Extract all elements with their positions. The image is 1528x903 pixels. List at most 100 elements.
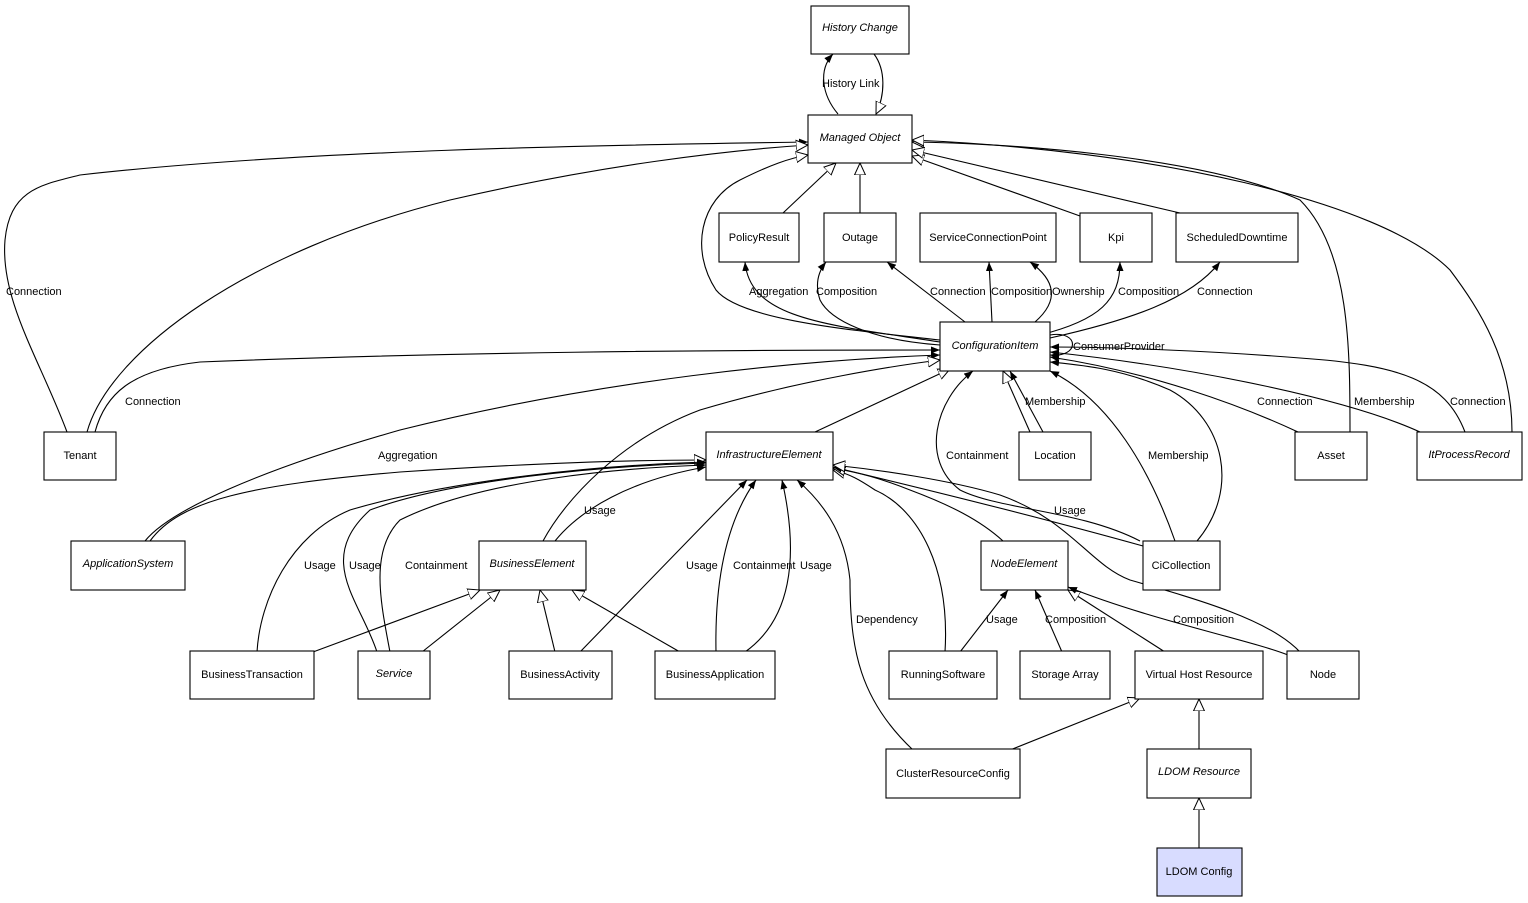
edge-label-usage: Usage	[349, 560, 381, 572]
class-node-kpi[interactable]: Kpi	[1079, 212, 1153, 263]
class-node-storage-array[interactable]: Storage Array	[1019, 650, 1111, 700]
edge-tenant-mo-generalization	[86, 145, 808, 433]
node-label: Storage Array	[1031, 669, 1099, 681]
node-label: PolicyResult	[729, 232, 790, 244]
edge-cicoll-ci-containment	[935, 370, 1141, 542]
edge-label-composition: Composition	[991, 286, 1052, 298]
edge-label-dependency: Dependency	[856, 614, 918, 626]
class-node-node[interactable]: Node	[1286, 650, 1360, 700]
edge-label-usage: Usage	[800, 560, 832, 572]
node-label: ScheduledDowntime	[1187, 232, 1288, 244]
class-node-virtual-host-resource[interactable]: Virtual Host Resource	[1134, 650, 1264, 700]
edge-rs-ie	[833, 470, 947, 653]
edge-label-composition: Composition	[1118, 286, 1179, 298]
edge-appsys-ie	[149, 460, 706, 542]
edge-bapp-be	[572, 590, 681, 653]
edge-label-consumer-provider: ConsumerProvider	[1073, 341, 1165, 353]
class-node-ldom-resource[interactable]: LDOM Resource	[1146, 748, 1252, 799]
node-label: BusinessElement	[490, 558, 576, 570]
edge-label-connection: Connection	[125, 396, 181, 408]
edge-be-ie-usage	[554, 465, 707, 542]
edge-history-link-down	[873, 53, 883, 114]
edge-label-composition: Composition	[816, 286, 877, 298]
node-label: Location	[1034, 450, 1076, 462]
edge-crc-vhr	[1009, 698, 1140, 751]
class-node-history-change[interactable]: History Change	[810, 5, 910, 55]
edge-ci-policy	[742, 261, 941, 343]
class-node-node-element[interactable]: NodeElement	[980, 540, 1069, 591]
class-node-tenant[interactable]: Tenant	[43, 431, 117, 481]
edge-label-connection: Connection	[6, 286, 62, 298]
class-node-outage[interactable]: Outage	[823, 212, 897, 263]
class-node-infrastructure-element[interactable]: InfrastructureElement	[705, 431, 834, 481]
edge-label-containment: Containment	[733, 560, 795, 572]
class-node-business-transaction[interactable]: BusinessTransaction	[189, 650, 315, 700]
class-node-business-application[interactable]: BusinessApplication	[654, 650, 776, 700]
node-label: CiCollection	[1152, 560, 1211, 572]
node-label: Virtual Host Resource	[1146, 669, 1253, 681]
node-label: Service	[376, 668, 413, 680]
node-label: ConfigurationItem	[952, 340, 1039, 352]
class-node-ci-collection[interactable]: CiCollection	[1142, 540, 1221, 591]
edge-ci-scp-composition	[985, 261, 993, 323]
node-label: ClusterResourceConfig	[896, 768, 1010, 780]
node-label: Node	[1310, 669, 1336, 681]
class-node-service[interactable]: Service	[357, 650, 431, 700]
class-node-business-element[interactable]: BusinessElement	[478, 540, 587, 591]
edge-bt-be	[312, 590, 480, 653]
edge-ci-downtime	[1049, 261, 1221, 339]
node-label: Managed Object	[820, 132, 902, 144]
node-label: ServiceConnectionPoint	[929, 232, 1046, 244]
node-label: Tenant	[63, 450, 96, 462]
node-label: Asset	[1317, 450, 1345, 462]
edge-cicoll-ie-usage	[832, 465, 1144, 547]
edge-ci-kpi	[1039, 261, 1124, 336]
class-node-managed-object[interactable]: Managed Object	[807, 114, 913, 164]
edge-node-ne-composition	[1067, 586, 1289, 656]
edge-kpi-mo	[912, 156, 1081, 217]
edge-bt-ie-usage	[256, 458, 707, 653]
edge-tenant-ci-connection	[94, 346, 941, 433]
edge-appsys-ci-aggregation	[144, 351, 941, 542]
class-node-cluster-resource-config[interactable]: ClusterResourceConfig	[885, 748, 1021, 799]
edge-ba-be	[540, 590, 556, 653]
edge-bapp-ie-usage	[744, 479, 791, 653]
node-label: ApplicationSystem	[82, 558, 174, 570]
edge-crc-ie-dependency	[796, 479, 914, 751]
class-node-location[interactable]: Location	[1018, 431, 1092, 481]
node-label: NodeElement	[991, 558, 1059, 570]
edge-label-containment: Containment	[946, 450, 1008, 462]
edge-vhr-ne	[1068, 590, 1166, 653]
edge-label-usage: Usage	[304, 560, 336, 572]
edge-label-composition: Composition	[1045, 614, 1106, 626]
edge-cicoll-ci-membership2	[1049, 359, 1223, 542]
class-node-scheduled-downtime[interactable]: ScheduledDowntime	[1175, 212, 1299, 263]
edge-label-usage: Usage	[986, 614, 1018, 626]
edge-cicoll-ci-membership	[1049, 370, 1176, 542]
class-node-ldom-config[interactable]: LDOM Config	[1156, 847, 1243, 897]
edge-labels: History Link Connection Aggregation Comp…	[6, 78, 1506, 626]
node-label: LDOM Config	[1166, 866, 1233, 878]
edge-label-usage: Usage	[686, 560, 718, 572]
node-label: History Change	[822, 22, 898, 34]
class-node-asset[interactable]: Asset	[1294, 431, 1368, 481]
edge-label-membership: Membership	[1025, 396, 1086, 408]
edge-label-ownership: Ownership	[1052, 286, 1105, 298]
edge-service-ie-usage	[342, 459, 707, 653]
edge-location-ci	[1003, 371, 1031, 433]
class-node-running-software[interactable]: RunningSoftware	[888, 650, 998, 700]
edge-ba-ie-usage	[579, 479, 748, 653]
edge-ci-scp-ownership	[1029, 261, 1052, 323]
class-node-it-process-record[interactable]: ItProcessRecord	[1416, 431, 1523, 481]
edges	[4, 53, 1513, 848]
edge-itpr-mo	[912, 140, 1513, 433]
edge-label-usage: Usage	[1054, 505, 1086, 517]
class-node-configuration-item[interactable]: ConfigurationItem	[939, 321, 1051, 372]
node-label: Outage	[842, 232, 878, 244]
class-node-policy-result[interactable]: PolicyResult	[718, 212, 800, 263]
class-node-business-activity[interactable]: BusinessActivity	[508, 650, 613, 700]
edge-node-ie	[833, 465, 1301, 653]
node-label: Kpi	[1108, 232, 1124, 244]
class-node-service-connection-point[interactable]: ServiceConnectionPoint	[919, 212, 1057, 263]
class-node-application-system[interactable]: ApplicationSystem	[70, 540, 186, 591]
